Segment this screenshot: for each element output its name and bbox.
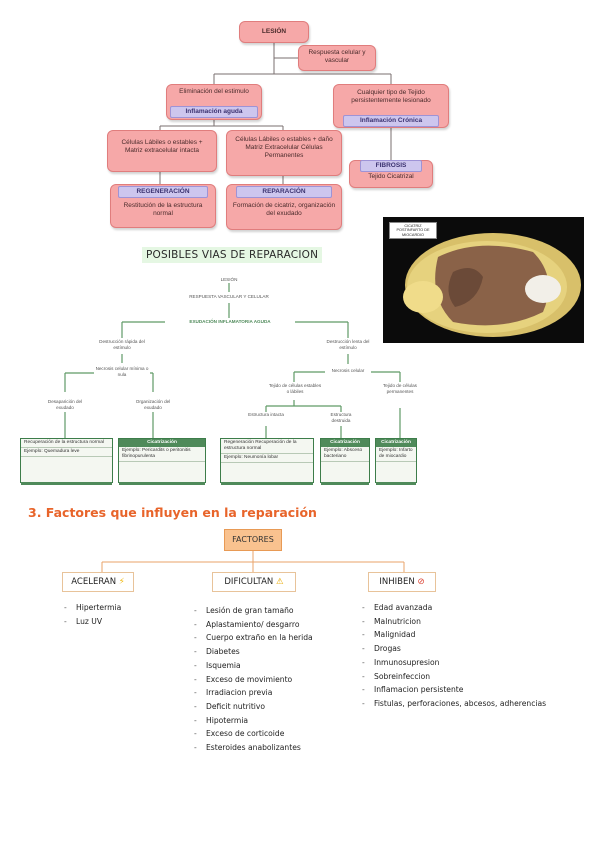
photo-caption: CICATRIZ POSTINFARTO DE MIOCARDIO bbox=[389, 222, 437, 240]
list-item: Diabetes bbox=[192, 645, 313, 659]
prohibited-icon: ⊘ bbox=[417, 577, 425, 587]
heart-section-image bbox=[403, 233, 581, 337]
list-item: Lesión de gran tamaño bbox=[192, 604, 313, 618]
vias-box2-head: Cicatrización bbox=[119, 439, 205, 447]
vias-tejido-labiles: Tejido de células estables o lábiles bbox=[268, 383, 322, 395]
warning-icon: ⚠ bbox=[275, 577, 284, 587]
flow-fibrosis: FIBROSIS bbox=[360, 160, 422, 172]
flow-eliminacion-text: Eliminación del estimulo bbox=[179, 88, 249, 95]
list-item: Isquemia bbox=[192, 659, 313, 673]
flow-celulas-intacta: Células Lábiles o estables + Matriz extr… bbox=[107, 130, 217, 172]
vias-box-cicatrizacion-3: Cicatrización Ejemplo: Infarto de miocar… bbox=[375, 438, 417, 485]
vias-box-regeneracion: Regeneración Recuperación de la estructu… bbox=[220, 438, 314, 485]
list-item: Edad avanzada bbox=[360, 601, 546, 615]
list-item: Drogas bbox=[360, 642, 546, 656]
section-title-factores: 3. Factores que influyen en la reparació… bbox=[28, 505, 317, 520]
flow-reparacion: REPARACIÓN bbox=[236, 186, 332, 198]
vias-box4-head: Cicatrización bbox=[321, 439, 369, 447]
vias-exudacion: EXUDACIÓN INFLAMATORIA AGUDA bbox=[165, 319, 295, 325]
vias-destruccion-rapida: Destrucción rápida del estímulo bbox=[92, 339, 152, 351]
flowchart-connectors bbox=[159, 43, 392, 184]
vias-estructura-intacta: Estructura intacta bbox=[246, 412, 286, 418]
vias-tejido-permanentes: Tejido de células permanentes bbox=[380, 383, 420, 395]
list-item: Irradiacion previa bbox=[192, 686, 313, 700]
list-aceleran: Hipertermia Luz UV bbox=[62, 601, 121, 628]
vias-box3-line2: Ejemplo: Neumonía lobar bbox=[221, 454, 313, 463]
list-item: Cuerpo extraño en la herida bbox=[192, 631, 313, 645]
list-dificultan: Lesión de gran tamaño Aplastamiento/ des… bbox=[192, 604, 313, 755]
flow-tejido-lesionado-text: Cualquier tipo de Tejido persistentement… bbox=[351, 89, 431, 104]
vias-title: POSIBLES VIAS DE REPARACION bbox=[142, 247, 323, 263]
list-item: Deficit nutritivo bbox=[192, 700, 313, 714]
vias-box5-head: Cicatrización bbox=[376, 439, 416, 447]
vias-necrosis-minima: Necrosis celular mínima o nula bbox=[94, 366, 150, 378]
list-item: Hipertermia bbox=[62, 601, 121, 615]
flow-lesion: LESIÓN bbox=[239, 21, 309, 43]
list-inhiben: Edad avanzada Malnutricion Malignidad Dr… bbox=[360, 601, 546, 711]
list-item: Esteroides anabolizantes bbox=[192, 741, 313, 755]
flow-respuesta: Respuesta celular y vascular bbox=[298, 45, 376, 71]
vias-box3-line1: Regeneración Recuperación de la estructu… bbox=[221, 439, 313, 454]
factores-box: FACTORES bbox=[224, 529, 282, 551]
col-inhiben-header: INHIBEN ⊘ bbox=[368, 572, 436, 592]
col-inhiben-label: INHIBEN bbox=[379, 577, 415, 587]
flow-celulas-danada: Células Lábiles o estables + daño Matriz… bbox=[226, 130, 342, 176]
vias-necrosis: Necrosis celular bbox=[325, 368, 371, 374]
list-item: Luz UV bbox=[62, 615, 121, 629]
vias-organizacion: Organización del exudado bbox=[128, 399, 178, 411]
vias-box2-line1: Ejemplo: Pericardits o peritonitis fibri… bbox=[119, 447, 205, 462]
vias-box-recuperacion: Recuperación de la estructura normal Eje… bbox=[20, 438, 113, 485]
vias-box4-line1: Ejemplo: Absceso bacteriano bbox=[321, 447, 369, 462]
col-dificultan-header: DIFICULTAN ⚠ bbox=[212, 572, 296, 592]
lightning-icon: ⚡ bbox=[118, 577, 125, 587]
vias-box1-line1: Recuperación de la estructura normal bbox=[21, 439, 112, 448]
vias-respuesta: RESPUESTA VASCULAR Y CELULAR bbox=[174, 294, 284, 300]
list-item: Aplastamiento/ desgarro bbox=[192, 618, 313, 632]
vias-destruccion-lenta: Destrucción lenta del estímulo bbox=[318, 339, 378, 351]
flow-inflamacion-cronica: Inflamación Crónica bbox=[343, 115, 439, 127]
col-aceleran-header: ACELERAN ⚡ bbox=[62, 572, 134, 592]
vias-desaparicion: Desaparición del exudado bbox=[40, 399, 90, 411]
vias-box5-line1: Ejemplo: Infarto de miocardio bbox=[376, 447, 416, 462]
vias-box-cicatrizacion-1: Cicatrización Ejemplo: Pericardits o per… bbox=[118, 438, 206, 485]
list-item: Hipotermia bbox=[192, 714, 313, 728]
list-item: Malnutricion bbox=[360, 615, 546, 629]
vias-lesion: LESIÓN bbox=[220, 277, 238, 282]
list-item: Malignidad bbox=[360, 628, 546, 642]
vias-box-cicatrizacion-2: Cicatrización Ejemplo: Absceso bacterian… bbox=[320, 438, 370, 485]
list-item: Inflamacion persistente bbox=[360, 683, 546, 697]
list-item: Inmunosupresion bbox=[360, 656, 546, 670]
list-item: Exceso de corticoide bbox=[192, 727, 313, 741]
myocardial-scar-photo: CICATRIZ POSTINFARTO DE MIOCARDIO bbox=[383, 217, 584, 343]
flow-regeneracion: REGENERACIÓN bbox=[118, 186, 208, 198]
col-aceleran-label: ACELERAN bbox=[71, 577, 117, 587]
flow-inflamacion-aguda: Inflamación aguda bbox=[170, 106, 258, 118]
col-dificultan-label: DIFICULTAN bbox=[224, 577, 274, 587]
vias-estructura-destruida: Estructura destruida bbox=[321, 412, 361, 424]
list-item: Sobreinfeccion bbox=[360, 670, 546, 684]
list-item: Fistulas, perforaciones, abcesos, adhere… bbox=[360, 697, 546, 711]
list-item: Exceso de movimiento bbox=[192, 673, 313, 687]
vias-box1-line2: Ejemplo: Quemadura leve bbox=[21, 448, 112, 457]
